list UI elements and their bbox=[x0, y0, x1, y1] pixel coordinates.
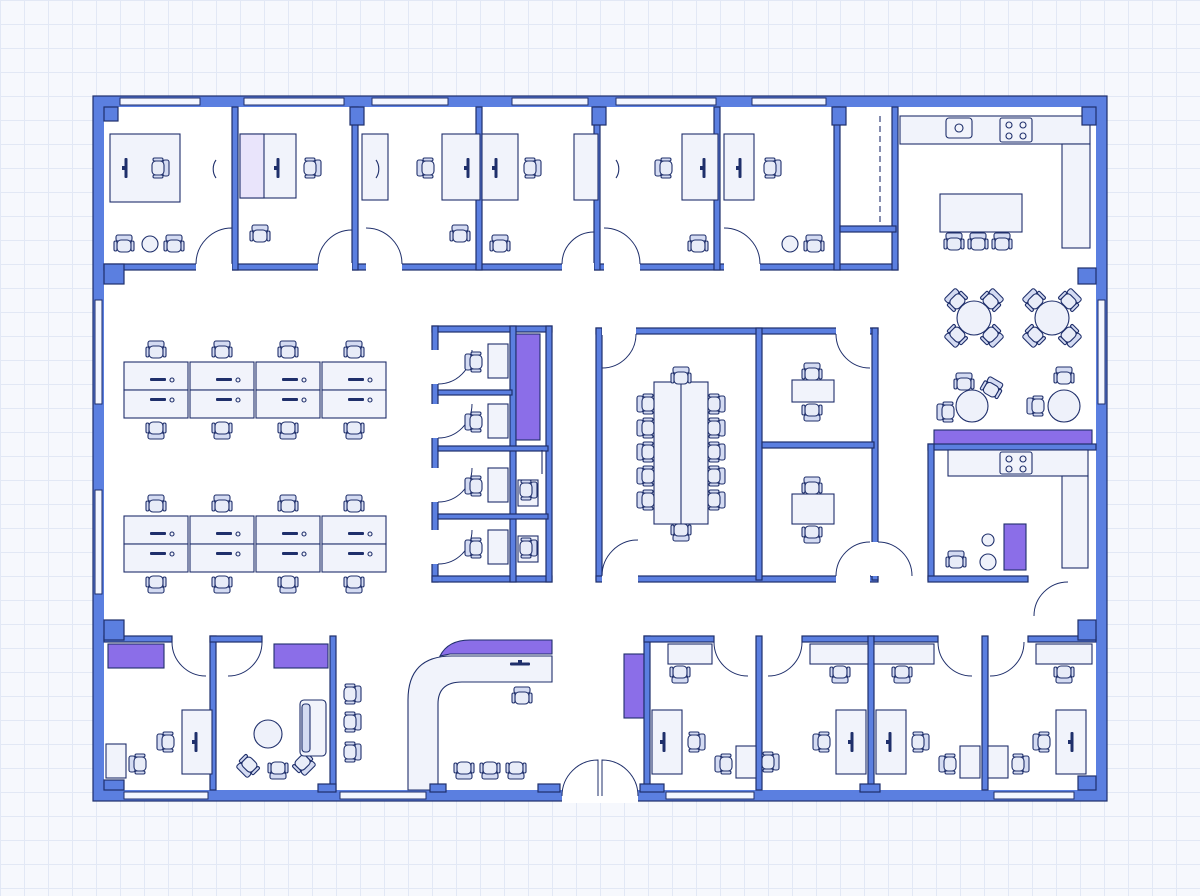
workstation-chair bbox=[343, 340, 365, 359]
workstation-desk bbox=[321, 543, 387, 573]
bottom-office-row bbox=[623, 635, 1097, 791]
open-workstations bbox=[123, 340, 387, 594]
workstation-desk bbox=[321, 361, 387, 391]
workstation-chair bbox=[277, 575, 299, 594]
workstation-chair bbox=[145, 494, 167, 513]
workstation-chair bbox=[343, 421, 365, 440]
workstation-desk bbox=[123, 543, 189, 573]
workstation-desk bbox=[189, 389, 255, 419]
workstation-desk bbox=[255, 543, 321, 573]
structural-columns bbox=[103, 106, 1097, 793]
workstation-chair bbox=[343, 575, 365, 594]
workstation-chair bbox=[277, 421, 299, 440]
workstation-chair bbox=[211, 340, 233, 359]
workstation-chair bbox=[277, 340, 299, 359]
workstation-desk bbox=[321, 389, 387, 419]
workstation-desk bbox=[189, 361, 255, 391]
reception-desk bbox=[407, 639, 639, 803]
workstation-chair bbox=[277, 494, 299, 513]
workstation-chair bbox=[145, 421, 167, 440]
conference-room bbox=[595, 327, 913, 583]
windows bbox=[94, 299, 1106, 800]
workstation-chair bbox=[211, 575, 233, 594]
workstation-desk bbox=[189, 515, 255, 545]
kitchen-lounge bbox=[899, 115, 1091, 423]
workstation-desk bbox=[255, 361, 321, 391]
workstation-desk bbox=[189, 543, 255, 573]
workstation-chair bbox=[145, 340, 167, 359]
top-office-row bbox=[103, 97, 899, 271]
workstation-chair bbox=[211, 494, 233, 513]
workstation-desk bbox=[123, 361, 189, 391]
workstation-desk bbox=[123, 515, 189, 545]
workstation-desk bbox=[255, 515, 321, 545]
bottom-left-rooms bbox=[103, 635, 362, 791]
workstation-desk bbox=[321, 515, 387, 545]
workstation-chair bbox=[211, 421, 233, 440]
phone-booths bbox=[431, 325, 553, 583]
workstation-chair bbox=[343, 494, 365, 513]
pantry-room bbox=[927, 429, 1097, 617]
workstation-desk bbox=[255, 389, 321, 419]
workstation-chair bbox=[145, 575, 167, 594]
workstation-desk bbox=[123, 389, 189, 419]
